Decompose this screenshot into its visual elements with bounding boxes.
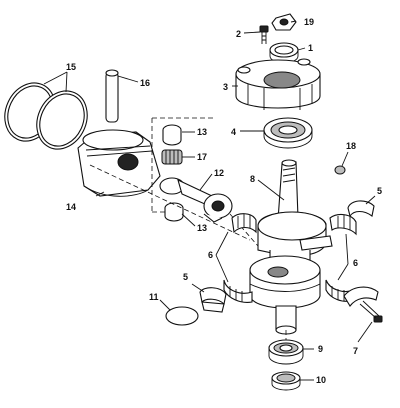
piston-pin-washer-top <box>162 124 182 146</box>
callout-17: 17 <box>197 152 207 162</box>
nut <box>271 13 297 31</box>
piston-pin <box>105 69 119 123</box>
bearing-race-upper-right <box>347 200 375 218</box>
callout-1: 1 <box>308 43 313 53</box>
piston-pin-washer-bottom <box>164 202 184 222</box>
retainer-screw <box>359 300 383 323</box>
piston <box>77 129 161 197</box>
callout-11: 11 <box>149 292 159 302</box>
callout-6-right: 6 <box>353 258 358 268</box>
crankshaft-retainer <box>343 286 379 307</box>
callout-2: 2 <box>236 29 241 39</box>
callout-5-lower: 5 <box>183 272 188 282</box>
leader-lines <box>43 20 376 381</box>
ball-bearing-lower <box>268 339 304 365</box>
callout-5-upper: 5 <box>377 186 382 196</box>
bearing-race-lower-left <box>199 287 227 313</box>
needle-bearing-upper <box>161 149 183 165</box>
callout-14: 14 <box>66 202 76 212</box>
callout-19: 19 <box>304 17 314 27</box>
oil-seal-bottom <box>271 371 301 391</box>
callout-12: 12 <box>214 168 224 178</box>
callout-6-left: 6 <box>208 250 213 260</box>
callout-18: 18 <box>346 141 356 151</box>
callout-16: 16 <box>140 78 150 88</box>
callout-13-top: 13 <box>197 127 207 137</box>
connecting-rod <box>159 177 233 223</box>
callout-labels: 1 2 3 4 5 5 6 6 7 8 9 10 11 12 13 13 14 … <box>66 17 382 385</box>
bearing-housing <box>235 58 321 110</box>
screw <box>259 25 269 44</box>
callout-8: 8 <box>250 174 255 184</box>
woodruff-key <box>334 165 346 175</box>
ball-bearing-upper <box>263 117 313 149</box>
main-bearing-right <box>325 213 357 302</box>
callout-4: 4 <box>231 127 236 137</box>
callout-13-bottom: 13 <box>197 223 207 233</box>
callout-7: 7 <box>353 346 358 356</box>
crankshaft <box>249 159 333 335</box>
callout-15: 15 <box>66 62 76 72</box>
thrust-washer <box>165 306 199 326</box>
oil-seal-top <box>269 42 299 64</box>
main-bearing-left <box>223 213 257 303</box>
callout-10: 10 <box>316 375 326 385</box>
piston-rings <box>4 82 88 150</box>
callout-9: 9 <box>318 344 323 354</box>
callout-3: 3 <box>223 82 228 92</box>
